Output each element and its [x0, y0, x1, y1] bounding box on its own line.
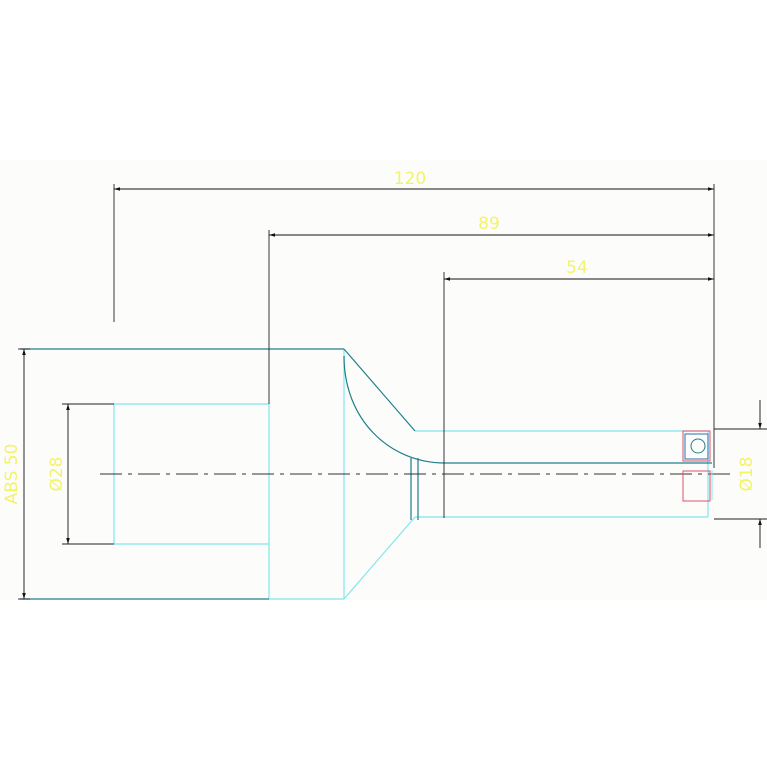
dim-text-28: Ø28 — [47, 456, 67, 491]
dim-text-120: 120 — [394, 169, 426, 189]
part-edges — [20, 348, 712, 600]
marker-circle — [690, 438, 706, 454]
extension-lines — [18, 184, 767, 600]
marker-square-top-inner — [684, 433, 709, 460]
dimension-lines — [22, 187, 762, 599]
fillet-arc — [343, 355, 446, 464]
dim-text-54: 54 — [566, 258, 588, 278]
taper-bottom — [343, 516, 416, 600]
taper-top-chamfer — [343, 348, 416, 432]
dim-text-18: Ø18 — [737, 456, 757, 491]
dim-text-89: 89 — [478, 214, 500, 234]
end-markers — [682, 430, 713, 502]
dim-text-abs50: ABS 50 — [2, 444, 22, 505]
marker-square-bottom — [682, 470, 711, 502]
marker-square-top — [682, 430, 711, 462]
drawing-sheet — [0, 160, 767, 600]
